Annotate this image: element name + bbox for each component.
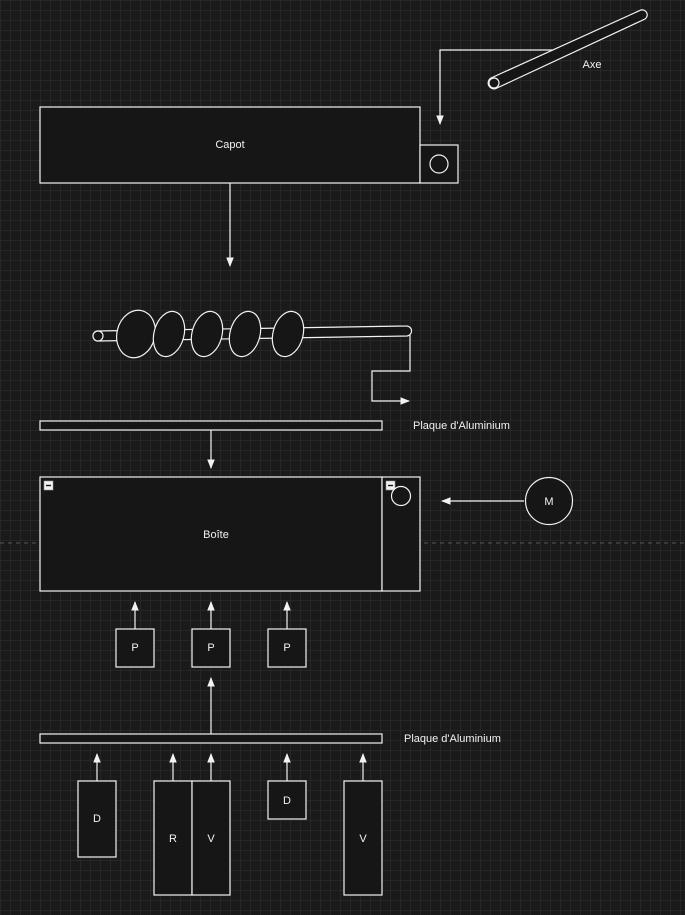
axe-label: Axe: [583, 59, 602, 71]
plaque-bottom-bar[interactable]: [39, 733, 383, 744]
d2-label: D: [283, 795, 291, 807]
d1-label: D: [93, 813, 101, 825]
v1-label: V: [207, 833, 215, 845]
p3-label: P: [283, 642, 290, 654]
plaque-bottom-label: Plaque d'Aluminium: [404, 733, 501, 745]
plaque-top-label: Plaque d'Aluminium: [413, 420, 510, 432]
edge-axe-to-hinge: [436, 49, 553, 125]
edge-screw-out: [371, 335, 411, 405]
p3-box[interactable]: [267, 628, 307, 668]
p1-box[interactable]: [115, 628, 155, 668]
r-box[interactable]: [153, 780, 193, 896]
side-panel-collapse-icon[interactable]: [385, 480, 396, 491]
d1-box[interactable]: [77, 780, 117, 858]
v2-label: V: [359, 833, 367, 845]
p2-box[interactable]: [191, 628, 231, 668]
capot-label: Capot: [215, 139, 244, 151]
screw-shaft[interactable]: [92, 306, 413, 362]
p1-label: P: [131, 642, 138, 654]
boite-box[interactable]: [39, 476, 383, 592]
p2-label: P: [207, 642, 214, 654]
v2-box[interactable]: [343, 780, 383, 896]
boite-collapse-icon[interactable]: [43, 480, 54, 491]
capot-hinge[interactable]: [419, 144, 459, 184]
axe-rod[interactable]: [487, 9, 648, 90]
moteur-circle[interactable]: [524, 476, 574, 526]
r-label: R: [169, 833, 177, 845]
plaque-top-bar[interactable]: [39, 420, 383, 431]
boite-label: Boîte: [203, 529, 229, 541]
moteur-label: M: [544, 496, 553, 508]
side-panel-circle[interactable]: [390, 485, 412, 507]
